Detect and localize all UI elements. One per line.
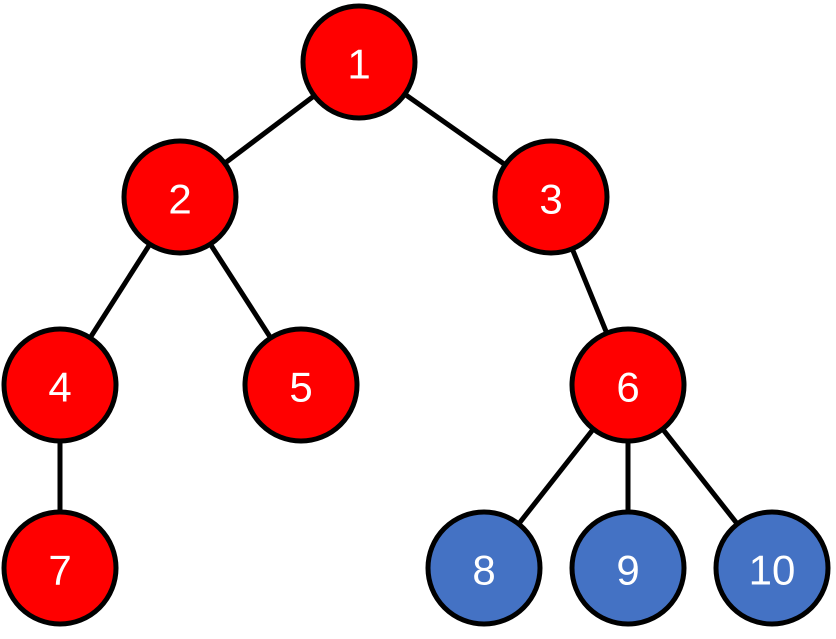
node-label: 3 [539,176,562,223]
node-circle [1,326,119,444]
node-label: 8 [472,547,495,594]
tree-node-6: 6 [569,326,687,444]
tree-node-7: 7 [1,509,119,627]
tree-node-8: 8 [425,509,543,627]
node-label: 1 [347,41,370,88]
nodes-layer: 1 2 3 4 5 6 7 8 9 10 [1,3,831,627]
node-circle [713,509,831,627]
node-label: 5 [289,364,312,411]
tree-node-5: 5 [242,326,360,444]
node-circle [569,326,687,444]
tree-node-9: 9 [569,509,687,627]
node-circle [492,138,610,256]
node-label: 4 [48,364,71,411]
node-label: 6 [616,364,639,411]
node-label: 9 [616,547,639,594]
tree-node-10: 10 [713,509,831,627]
node-circle [300,3,418,121]
node-circle [569,509,687,627]
edges-layer [57,59,774,570]
node-label: 2 [168,176,191,223]
tree-node-1: 1 [300,3,418,121]
node-circle [425,509,543,627]
tree-node-3: 3 [492,138,610,256]
node-circle [1,509,119,627]
node-label: 10 [749,547,796,594]
node-circle [242,326,360,444]
tree-node-2: 2 [121,138,239,256]
node-circle [121,138,239,256]
tree-node-4: 4 [1,326,119,444]
node-label: 7 [48,547,71,594]
